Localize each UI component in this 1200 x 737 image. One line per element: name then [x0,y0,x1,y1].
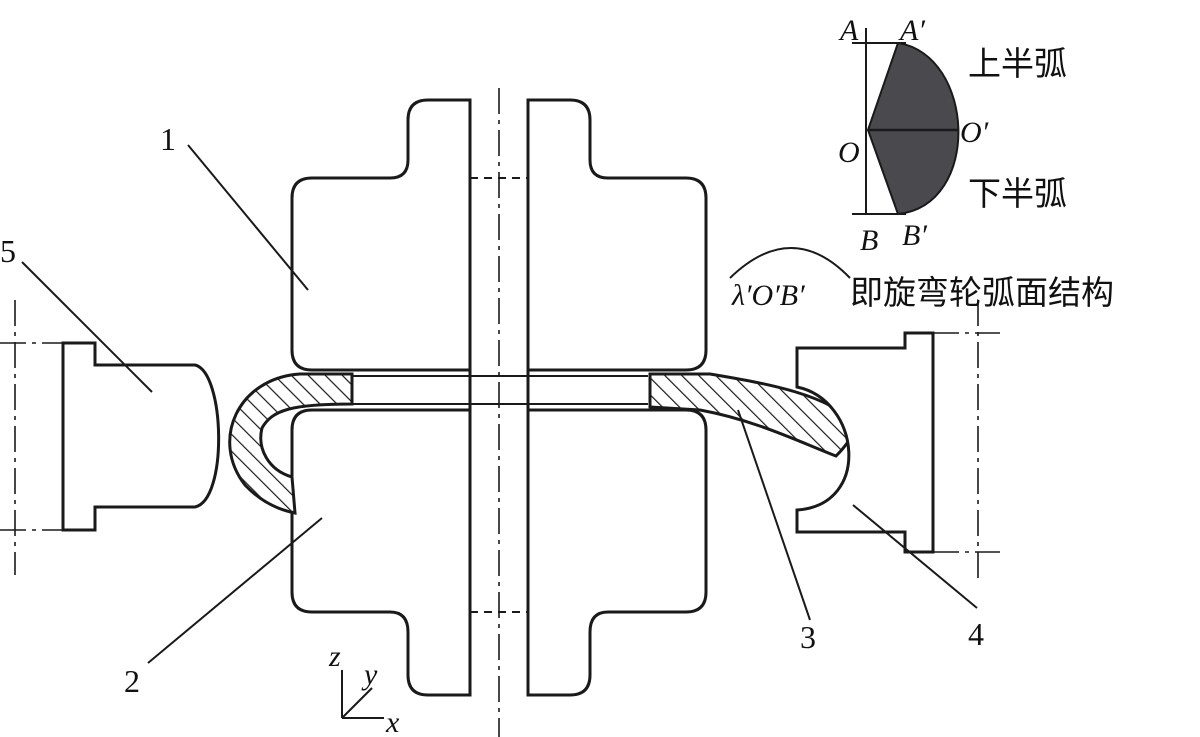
coordinate-axes: z y x [328,640,400,737]
label-part-5: 5 [0,233,16,269]
arc-face-caption: 即旋弯轮弧面结构 [850,273,1114,312]
point-O-prime: O′ [960,116,989,149]
label-part-3: 3 [800,619,816,655]
arc-symbol: λ′O′B′ [731,279,805,312]
upper-arc-label: 上半弧 [968,44,1067,83]
leader-lines [21,144,978,664]
arc-overline [729,247,851,279]
center-shaft [468,88,530,737]
axis-z-label: z [328,640,341,673]
point-O: O [838,136,860,169]
axis-x-label: x [385,706,400,737]
gap-center-lines [352,375,648,405]
point-B-prime: B′ [902,219,927,252]
point-B: B [860,224,878,257]
point-A: A [838,14,859,47]
label-part-1: 1 [160,121,176,157]
label-part-2: 2 [124,663,140,699]
point-A-prime: A′ [898,14,925,47]
axis-y-label: y [361,658,378,691]
arc-sector [866,41,960,216]
right-bending-wheel [795,300,1000,580]
lower-arc-label: 下半弧 [968,174,1067,213]
left-guide-roll [0,300,221,575]
label-part-4: 4 [968,616,984,652]
upper-roll [290,98,708,372]
lower-roll [290,408,708,697]
arc-face-inset: A A′ O O′ B B′ 上半弧 下半弧 λ′O′B′ 即旋弯轮弧面结构 [729,14,1114,312]
